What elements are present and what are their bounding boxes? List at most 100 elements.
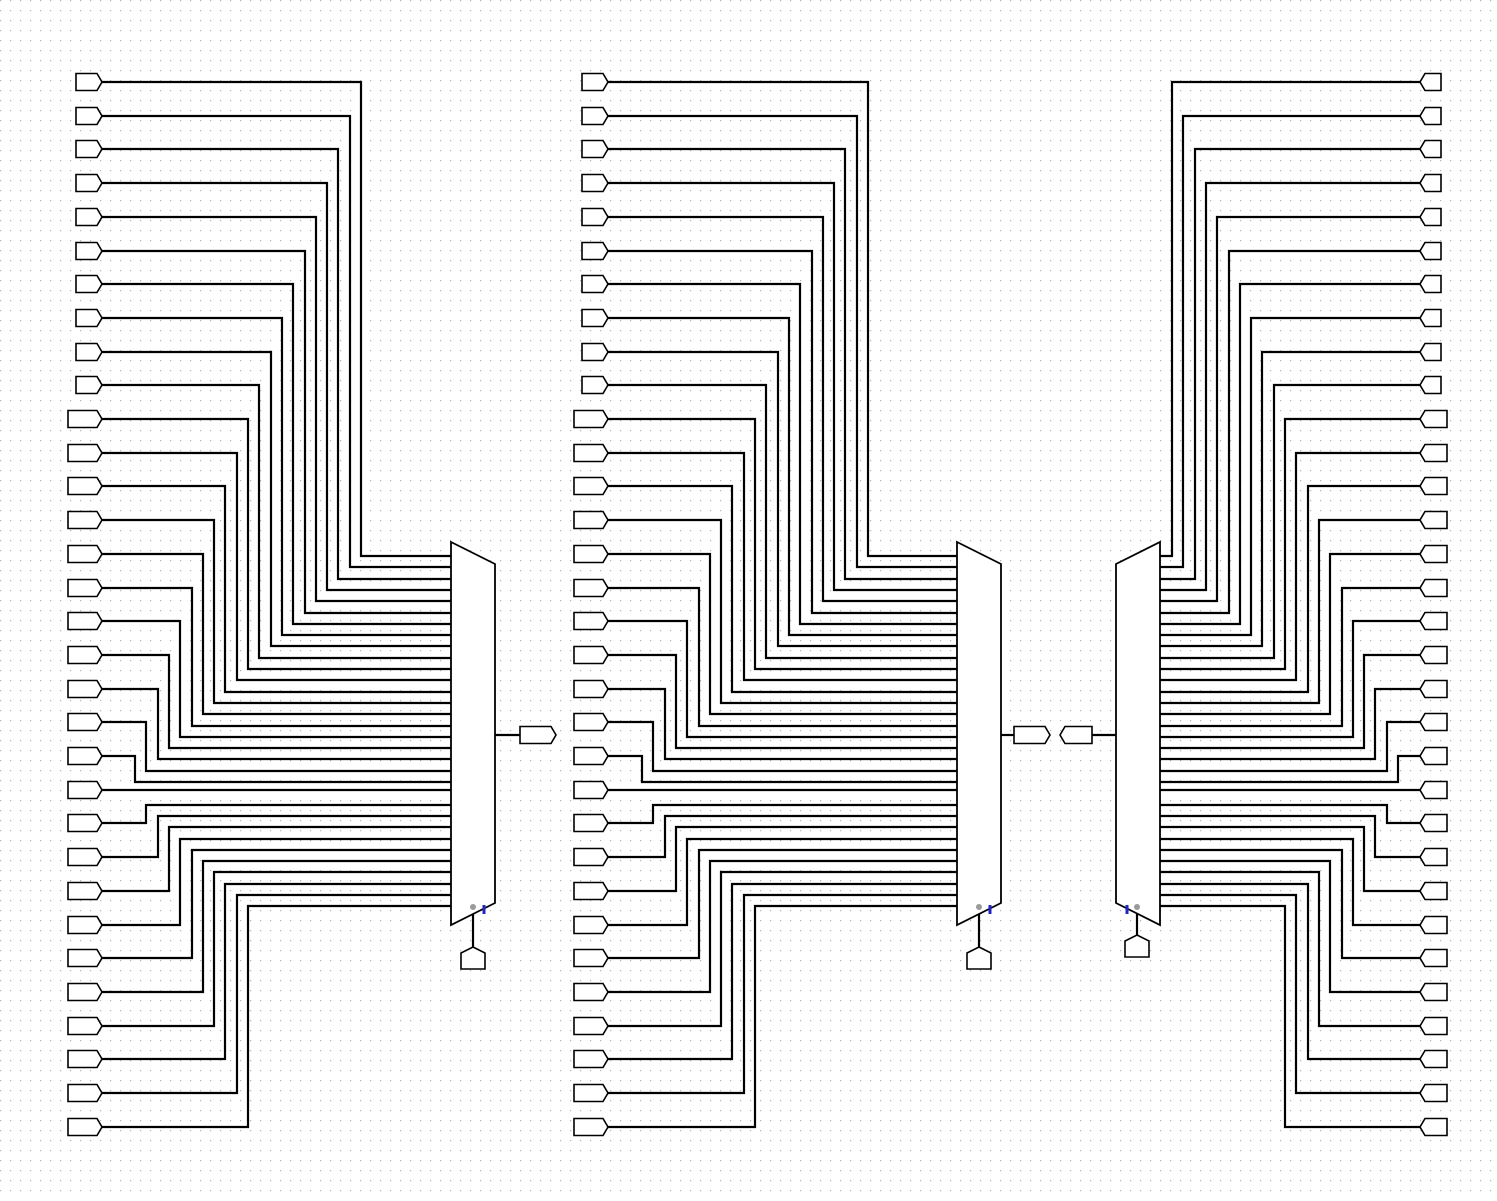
mux2-input-26-box [573, 948, 609, 968]
mux1-wire-3 [102, 181, 451, 592]
demux-output-15-box [1419, 578, 1448, 598]
mux2-input-3 [581, 173, 609, 193]
demux-input-box [1059, 725, 1093, 745]
demux-output-28 [1419, 1016, 1448, 1036]
mux1-input-1 [75, 106, 103, 126]
demux-wire-12 [1160, 484, 1420, 694]
demux-wire-6 [1160, 282, 1420, 626]
mux2-wire-31 [608, 904, 957, 1129]
demux-output-10 [1419, 409, 1448, 429]
mux1-input-27-box [67, 982, 103, 1002]
demux-wire-11 [1160, 451, 1420, 682]
demux-output-24-box [1419, 881, 1448, 901]
pin-labels-layer [67, 72, 1448, 1137]
demux-output-19 [1419, 712, 1448, 732]
mux1-wire-31 [102, 904, 451, 1129]
mux2-wire-5 [608, 249, 957, 615]
demux-wire-20 [1160, 754, 1420, 784]
mux2-input-11-box [573, 443, 609, 463]
mux2-input-25 [573, 915, 609, 935]
mux2-input-3-box [581, 173, 609, 193]
mux2-wire-15 [608, 586, 957, 728]
mux1-input-7 [75, 308, 103, 328]
demux-wire-13 [1160, 518, 1420, 705]
mux1-wire-11 [102, 451, 451, 682]
mux2-input-8 [581, 342, 609, 362]
mux1-wire-0 [102, 80, 451, 558]
mux1-input-30 [67, 1083, 103, 1103]
mux1-wire-22 [102, 803, 451, 825]
mux1-input-18-box [67, 679, 103, 699]
mux2-input-2-box [581, 139, 609, 159]
demux-wire-15 [1160, 586, 1420, 728]
demux-output-27 [1419, 982, 1448, 1002]
mux1-input-9-box [75, 375, 103, 395]
demux-output-13 [1419, 510, 1448, 530]
mux1-wire-30 [102, 893, 451, 1095]
mux1-input-0-box [75, 72, 103, 92]
demux-output-18-box [1419, 679, 1448, 699]
mux2-wire-0 [608, 80, 957, 558]
demux-output-23-box [1419, 847, 1448, 867]
mux1-input-14 [67, 544, 103, 564]
demux-output-5 [1419, 241, 1442, 261]
mux2-wire-28 [608, 870, 957, 1028]
demux-wire-8 [1160, 350, 1420, 648]
mux1-wire-17 [102, 653, 451, 750]
demux-output-14 [1419, 544, 1448, 564]
demux-wire-19 [1160, 720, 1420, 773]
mux2-input-30-box [573, 1083, 609, 1103]
mux2-input-25-box [573, 915, 609, 935]
demux-output-5-box [1419, 241, 1442, 261]
mux2-wire-10 [608, 417, 957, 671]
demux-output-7 [1419, 308, 1442, 328]
mux1-input-10 [67, 409, 103, 429]
demux-wire-9 [1160, 383, 1420, 660]
mux1-input-19-box [67, 712, 103, 732]
mux1-input-11-box [67, 443, 103, 463]
mux2-input-14-box [573, 544, 609, 564]
mux2-input-12 [573, 476, 609, 496]
demux-output-30 [1419, 1083, 1448, 1103]
mux2-input-9-box [581, 375, 609, 395]
mux2-wire-18 [608, 687, 957, 761]
mux1-wire-18 [102, 687, 451, 761]
mux2-wire-3 [608, 181, 957, 592]
demux-output-21-box [1419, 780, 1448, 800]
mux2-input-23 [573, 847, 609, 867]
mux1-input-16 [67, 611, 103, 631]
demux-output-21 [1419, 780, 1448, 800]
mux2-input-26 [573, 948, 609, 968]
mux1-input-1-box [75, 106, 103, 126]
mux2-wire-26 [608, 848, 957, 960]
mux1-wire-25 [102, 837, 451, 927]
demux-output-26-box [1419, 948, 1448, 968]
mux2-input-13 [573, 510, 609, 530]
mux2-wire-29 [608, 882, 957, 1061]
demux-wire-23 [1160, 814, 1420, 859]
mux2-input-6 [581, 274, 609, 294]
demux-output-2-box [1419, 139, 1442, 159]
mux1-input-0 [75, 72, 103, 92]
mux1-input-12 [67, 476, 103, 496]
demux-wire-31 [1160, 904, 1420, 1129]
mux1-wire-7 [102, 316, 451, 637]
mux1-input-19 [67, 712, 103, 732]
mux2-input-15 [573, 578, 609, 598]
mux2-wire-7 [608, 316, 957, 637]
mux1-input-20 [67, 746, 103, 766]
demux-output-16 [1419, 611, 1448, 631]
mux2-input-20 [573, 746, 609, 766]
mux1-input-29 [67, 1049, 103, 1069]
mux2-input-10-box [573, 409, 609, 429]
demux-output-29-box [1419, 1049, 1448, 1069]
components-layer [450, 540, 1161, 927]
mux1-wire-26 [102, 848, 451, 960]
mux1-input-28 [67, 1016, 103, 1036]
mux1-input-4-box [75, 207, 103, 227]
mux2-wire-1 [608, 114, 957, 569]
demux-output-20-box [1419, 746, 1448, 766]
demux-output-17 [1419, 645, 1448, 665]
